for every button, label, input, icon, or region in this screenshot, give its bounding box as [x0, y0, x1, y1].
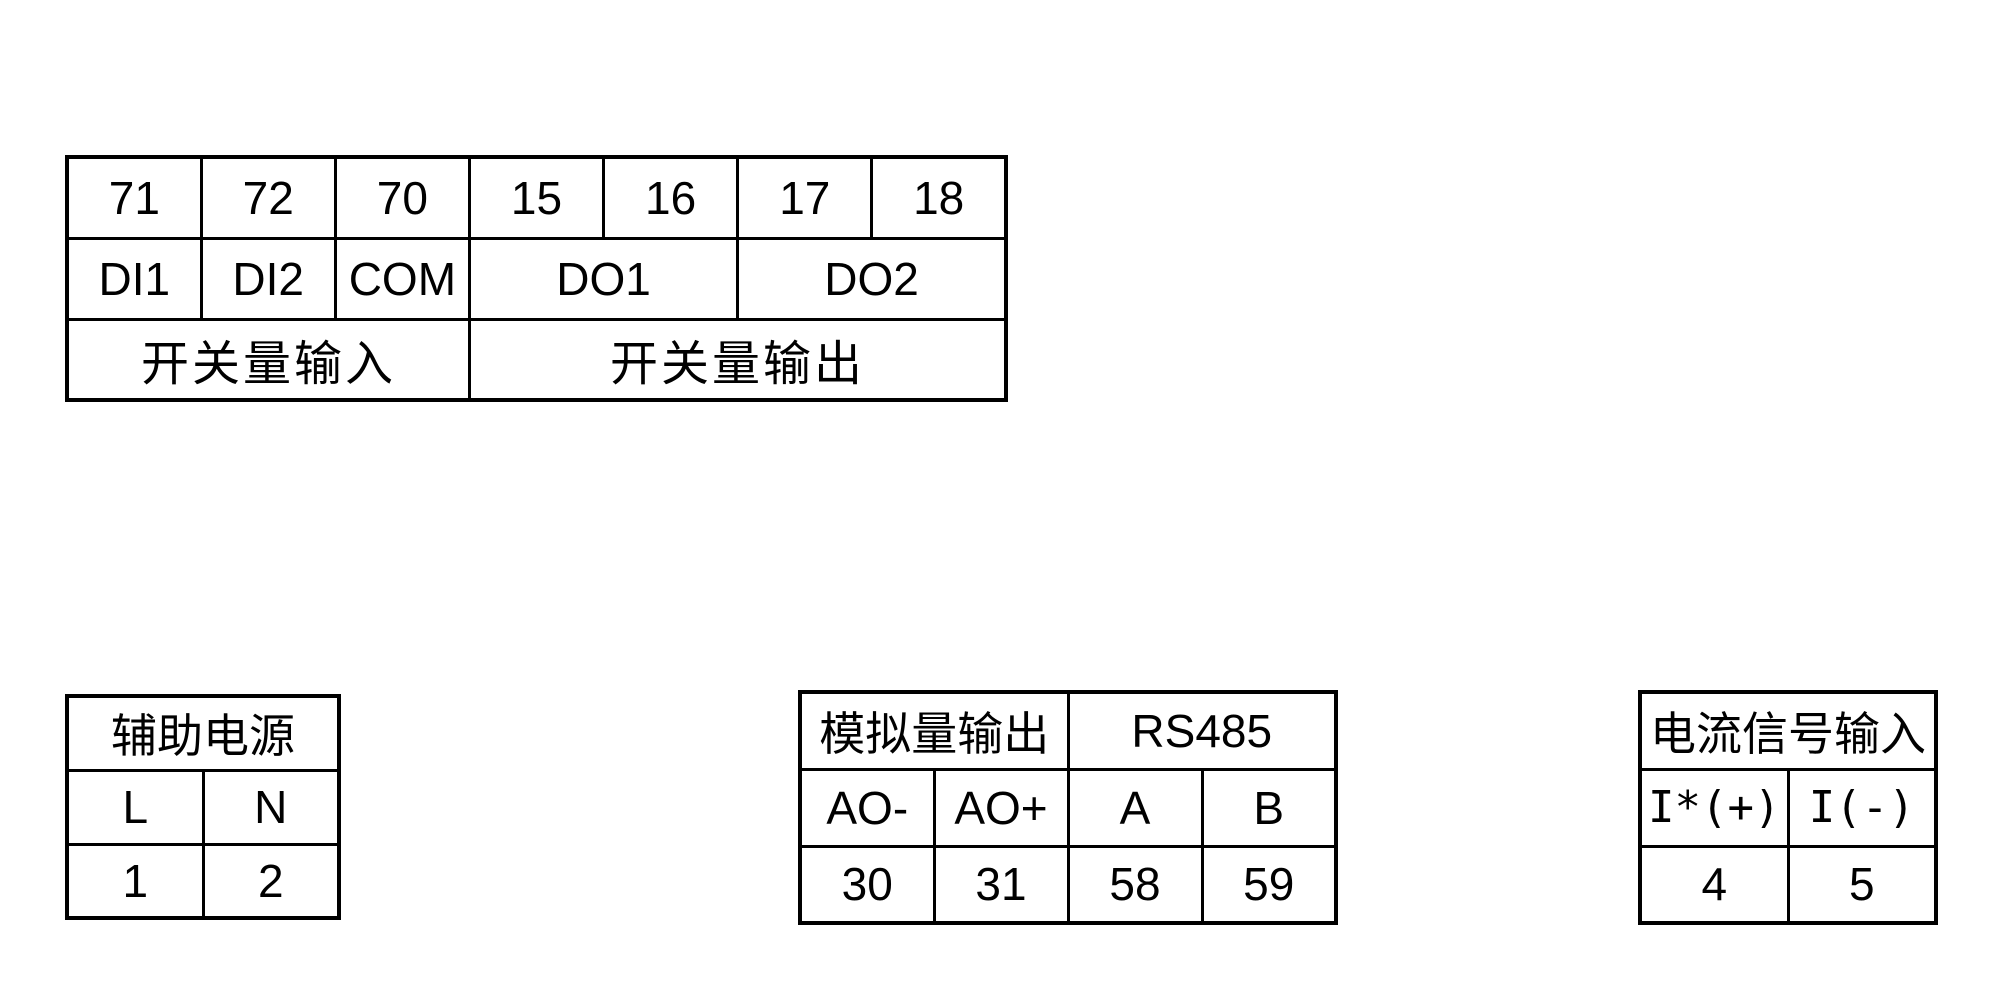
terminal-18-cell: 18 — [870, 155, 1008, 240]
analog-rs485-header-row: 模拟量输出 RS485 — [798, 690, 1338, 771]
analog-rs485-table: 模拟量输出 RS485 AO- AO+ A B 30 31 58 59 — [798, 690, 1338, 925]
terminal-number-row: 71 72 70 15 16 17 18 — [65, 155, 1008, 240]
terminal-1-cell: 1 — [65, 842, 205, 920]
terminal-30-cell: 30 — [798, 844, 936, 925]
current-input-table: 电流信号输入 I*(+) I(-) 4 5 — [1638, 690, 1938, 925]
terminal-59-cell: 59 — [1200, 844, 1338, 925]
group-label-row: 开关量输入 开关量输出 — [65, 317, 1008, 402]
label-do1-cell: DO1 — [467, 236, 740, 321]
terminal-17-cell: 17 — [736, 155, 874, 240]
label-current-signal-input-cell: 电流信号输入 — [1638, 690, 1938, 771]
label-l-cell: L — [65, 768, 205, 846]
aux-power-header-row: 辅助电源 — [65, 694, 341, 772]
terminal-5-cell: 5 — [1786, 844, 1938, 925]
label-com-cell: COM — [333, 236, 471, 321]
label-i-minus-cell: I(-) — [1786, 767, 1938, 848]
current-input-terminal-row: 4 5 — [1638, 844, 1938, 925]
current-input-header-row: 电流信号输入 — [1638, 690, 1938, 771]
label-switch-output-cell: 开关量输出 — [467, 317, 1008, 402]
label-ao-plus-cell: AO+ — [932, 767, 1070, 848]
current-input-label-row: I*(+) I(-) — [1638, 767, 1938, 848]
terminal-4-cell: 4 — [1638, 844, 1790, 925]
label-n-cell: N — [201, 768, 341, 846]
switch-io-table: 71 72 70 15 16 17 18 DI1 DI2 COM DO1 DO2… — [65, 155, 1008, 402]
label-switch-input-cell: 开关量输入 — [65, 317, 471, 402]
terminal-15-cell: 15 — [467, 155, 606, 240]
label-analog-output-cell: 模拟量输出 — [798, 690, 1070, 771]
aux-power-label-row: L N — [65, 768, 341, 846]
label-di2-cell: DI2 — [199, 236, 337, 321]
aux-power-terminal-row: 1 2 — [65, 842, 341, 920]
analog-rs485-label-row: AO- AO+ A B — [798, 767, 1338, 848]
label-di1-cell: DI1 — [65, 236, 203, 321]
label-i-star-plus-cell: I*(+) — [1638, 767, 1790, 848]
terminal-16-cell: 16 — [602, 155, 740, 240]
label-b-cell: B — [1200, 767, 1338, 848]
label-do2-cell: DO2 — [736, 236, 1008, 321]
terminal-71-cell: 71 — [65, 155, 203, 240]
label-a-cell: A — [1066, 767, 1204, 848]
terminal-70-cell: 70 — [333, 155, 471, 240]
label-aux-power-cell: 辅助电源 — [65, 694, 341, 772]
aux-power-table: 辅助电源 L N 1 2 — [65, 694, 341, 920]
label-rs485-cell: RS485 — [1066, 690, 1338, 771]
analog-rs485-terminal-row: 30 31 58 59 — [798, 844, 1338, 925]
terminal-58-cell: 58 — [1066, 844, 1204, 925]
terminal-31-cell: 31 — [932, 844, 1070, 925]
terminal-2-cell: 2 — [201, 842, 341, 920]
label-ao-minus-cell: AO- — [798, 767, 936, 848]
terminal-72-cell: 72 — [199, 155, 337, 240]
signal-label-row: DI1 DI2 COM DO1 DO2 — [65, 236, 1008, 321]
